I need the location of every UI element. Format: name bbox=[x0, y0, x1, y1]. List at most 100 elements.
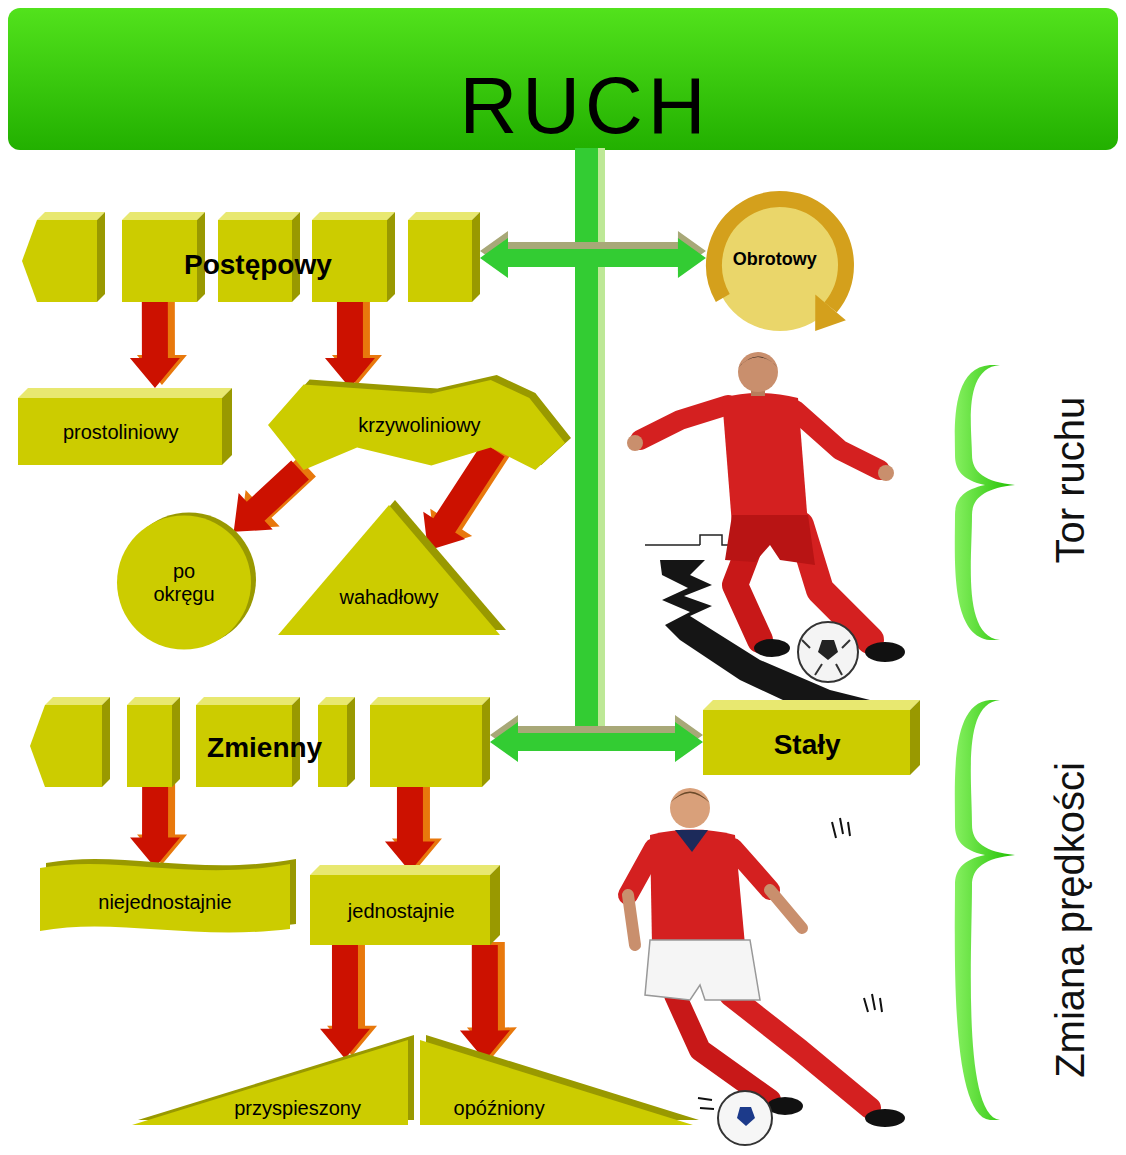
text-group: Stały bbox=[774, 729, 841, 761]
text-group: jednostajnie bbox=[348, 900, 455, 923]
text-group: po okręgu bbox=[144, 560, 224, 606]
diagram-title: RUCH bbox=[459, 60, 710, 152]
speed-mark bbox=[698, 1098, 714, 1109]
node-label: Stały bbox=[774, 729, 841, 761]
rotation-arrowhead bbox=[815, 295, 846, 332]
block-face bbox=[30, 705, 102, 787]
block-arrow bbox=[325, 302, 375, 388]
box-side bbox=[490, 865, 500, 945]
text-group: opóźniony bbox=[454, 1097, 545, 1120]
block-face bbox=[408, 220, 472, 302]
triangle-node: wahadłowy bbox=[278, 505, 500, 635]
text-group: krzywoliniowy bbox=[358, 414, 480, 437]
banner-face bbox=[40, 864, 290, 933]
player-forearm bbox=[770, 890, 802, 928]
player-arm bbox=[795, 410, 880, 470]
flow-arrow-group bbox=[130, 299, 187, 388]
speed-mark bbox=[832, 818, 850, 838]
double-arrow bbox=[490, 722, 703, 762]
block-arrow bbox=[320, 945, 370, 1059]
node-label: prostoliniowy bbox=[63, 420, 179, 443]
flow-arrow-group bbox=[320, 942, 377, 1059]
box-top bbox=[703, 700, 920, 710]
block-side bbox=[482, 697, 490, 787]
block-face bbox=[318, 705, 347, 787]
player-head bbox=[670, 788, 710, 828]
block-face bbox=[370, 705, 482, 787]
bracket-label: Tor ruchu bbox=[1048, 397, 1093, 564]
flow-arrow-group bbox=[460, 942, 517, 1060]
type-box: prostoliniowy bbox=[18, 388, 232, 465]
player-shorts bbox=[725, 515, 815, 565]
rotation-disc bbox=[714, 199, 846, 331]
circle-node: po okręgu bbox=[113, 510, 255, 655]
node-label: przyspieszony bbox=[234, 1097, 361, 1120]
box-side bbox=[222, 388, 232, 465]
category-box: Postępowy bbox=[22, 212, 480, 302]
text-group: wahadłowy bbox=[340, 586, 439, 609]
double-arrow bbox=[480, 238, 706, 278]
player-hair bbox=[738, 357, 778, 369]
football-player-kicking bbox=[627, 352, 905, 708]
rotation-circle: Obrotowy bbox=[700, 185, 870, 360]
zigzag-shape: krzywoliniowy bbox=[268, 380, 565, 470]
circle-face bbox=[117, 516, 251, 650]
football bbox=[798, 622, 858, 682]
block-side bbox=[102, 697, 110, 787]
type-box: jednostajnie bbox=[310, 865, 500, 945]
node-label: opóźniony bbox=[454, 1097, 545, 1120]
curly-bracket bbox=[955, 365, 1015, 640]
block-side bbox=[387, 212, 395, 302]
wedge-node: przyspieszony bbox=[132, 1040, 408, 1125]
player-shirt bbox=[650, 830, 745, 946]
shape-outline bbox=[278, 505, 500, 635]
text-group: przyspieszony bbox=[234, 1097, 361, 1120]
box-top bbox=[310, 865, 500, 875]
block-face bbox=[22, 220, 97, 302]
shape-outline bbox=[700, 185, 870, 360]
block-top bbox=[45, 697, 110, 705]
wave-banner: niejednostajnie bbox=[40, 860, 290, 935]
wedge-node: opóźniony bbox=[420, 1040, 693, 1125]
block-top bbox=[218, 212, 300, 220]
block-top bbox=[408, 212, 480, 220]
speed-mark bbox=[864, 994, 882, 1012]
block-arrow bbox=[130, 302, 180, 388]
football-patch bbox=[818, 640, 838, 660]
text-group: Obrotowy bbox=[733, 248, 817, 269]
flow-arrow-group bbox=[480, 231, 706, 278]
player-forearm bbox=[628, 895, 635, 945]
block-top bbox=[122, 212, 205, 220]
player-hand bbox=[627, 435, 643, 451]
player-head bbox=[738, 352, 778, 392]
node-label: Zmienny bbox=[207, 732, 322, 764]
block-face bbox=[127, 705, 172, 787]
node-label: niejednostajnie bbox=[98, 891, 231, 914]
flow-arrow-group bbox=[385, 784, 442, 871]
node-label: jednostajnie bbox=[348, 900, 455, 923]
text-group: Zmienny bbox=[207, 732, 322, 764]
player-boot bbox=[754, 639, 790, 657]
block-arrow bbox=[130, 787, 180, 868]
football-patch bbox=[737, 1107, 755, 1126]
football bbox=[718, 1091, 772, 1145]
node-label: Postępowy bbox=[184, 249, 332, 281]
category-box: Zmienny bbox=[30, 697, 490, 787]
block-top bbox=[370, 697, 490, 705]
block-top bbox=[312, 212, 395, 220]
curly-bracket bbox=[955, 700, 1015, 1120]
shape-face bbox=[268, 380, 565, 470]
box-face bbox=[310, 875, 490, 945]
block-side bbox=[97, 212, 105, 302]
block-top bbox=[196, 697, 300, 705]
trunk-highlight bbox=[598, 148, 605, 744]
player-shirt bbox=[722, 393, 808, 530]
bracket-label: Zmiana prędkości bbox=[1048, 762, 1093, 1078]
box-face bbox=[18, 398, 222, 465]
node-label: wahadłowy bbox=[340, 586, 439, 609]
block-side bbox=[172, 697, 180, 787]
shape-face bbox=[132, 1040, 408, 1125]
block-top bbox=[37, 212, 105, 220]
flow-arrow-group bbox=[325, 299, 382, 388]
